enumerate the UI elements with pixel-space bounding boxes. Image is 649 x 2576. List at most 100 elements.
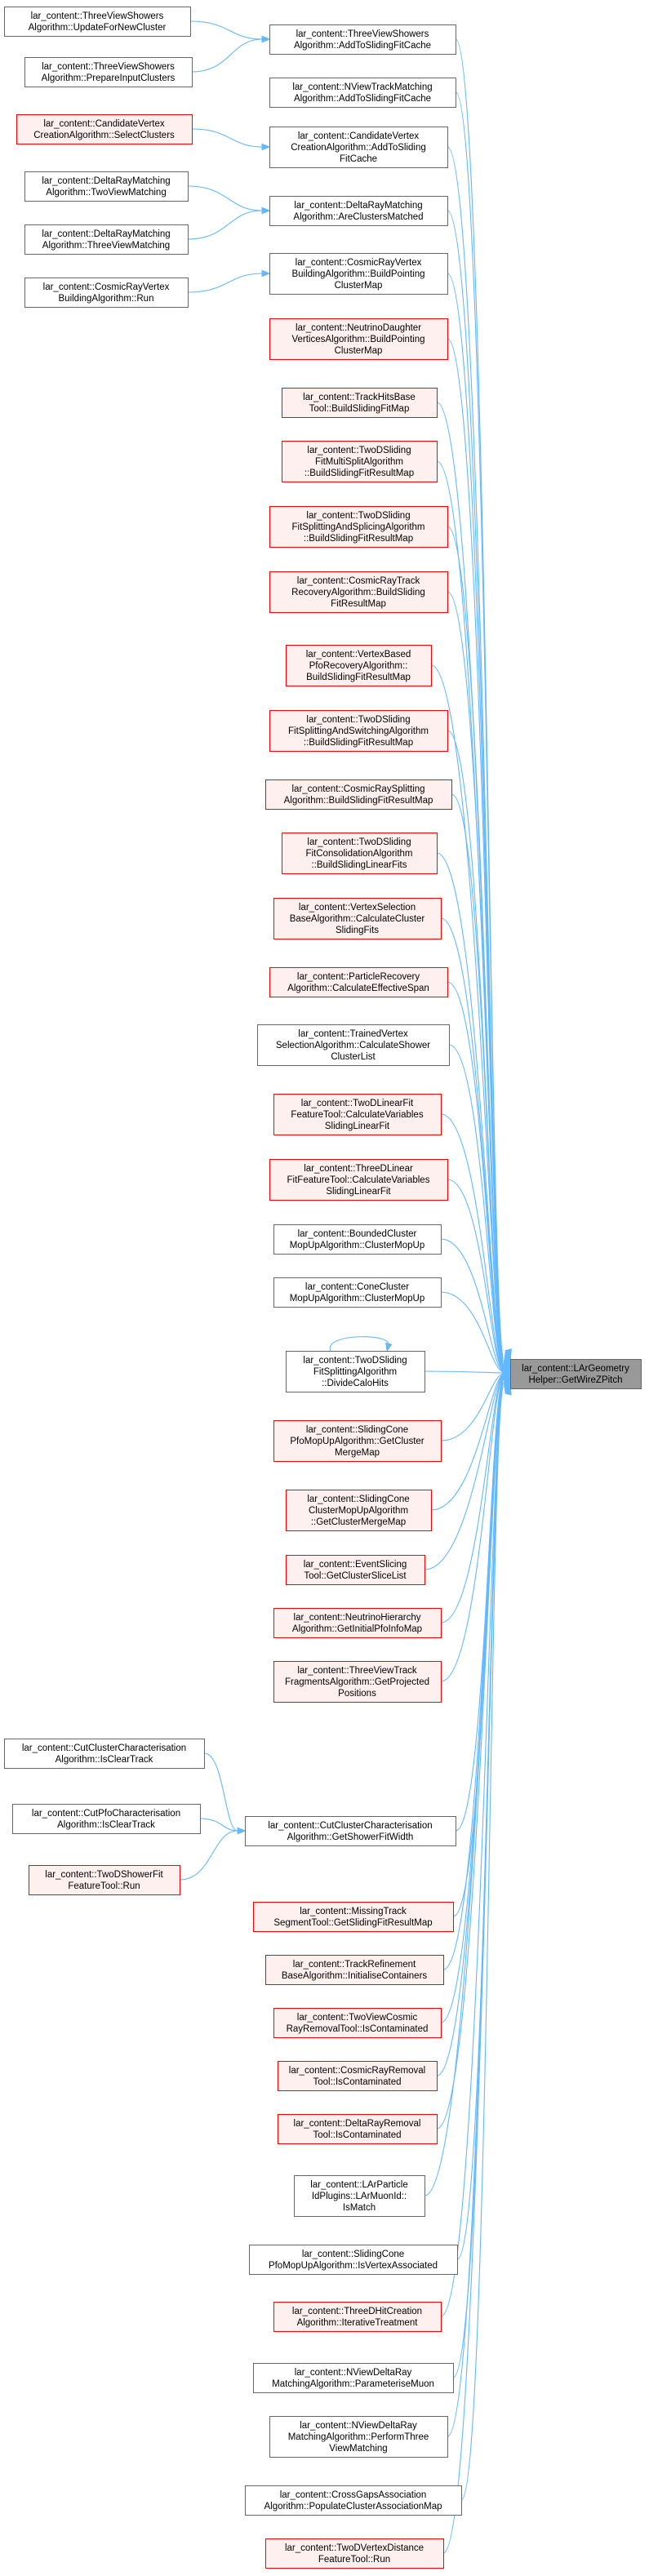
function-node-m31[interactable]: lar_content::TwoViewCosmicRayRemovalTool… <box>273 2008 442 2038</box>
edge-line <box>191 38 263 73</box>
function-node-m4[interactable]: lar_content::DeltaRayMatchingAlgorithm::… <box>269 196 448 226</box>
function-node-m9[interactable]: lar_content::TwoDSlidingFitSplittingAndS… <box>269 506 448 548</box>
node-box <box>24 171 189 202</box>
node-box <box>269 24 456 55</box>
function-node-m15[interactable]: lar_content::VertexSelectionBaseAlgorith… <box>273 898 442 939</box>
function-node-m29[interactable]: lar_content::MissingTrackSegmentTool::Ge… <box>253 1902 454 1932</box>
function-node-m32[interactable]: lar_content::CosmicRayRemovalTool::IsCon… <box>278 2061 438 2091</box>
function-node-m19[interactable]: lar_content::ThreeDLinearFitFeatureTool:… <box>269 1159 448 1201</box>
edge-line <box>440 1376 504 1682</box>
edge-line <box>187 185 263 211</box>
function-node-m6[interactable]: lar_content::NeutrinoDaughterVerticesAlg… <box>269 318 448 360</box>
node-box <box>273 1608 442 1638</box>
function-node-l1[interactable]: lar_content::CutClusterCharacterisationA… <box>4 1739 205 1769</box>
function-node-m5[interactable]: lar_content::CosmicRayVertexBuildingAlgo… <box>269 253 448 295</box>
node-label-line: Positions <box>338 1689 376 1699</box>
node-box <box>24 224 189 255</box>
function-node-m11[interactable]: lar_content::VertexBasedPfoRecoveryAlgor… <box>286 645 432 686</box>
node-box <box>245 1816 456 1846</box>
target-node[interactable]: lar_content::LArGeometryHelper::GetWireZ… <box>510 1359 642 1389</box>
function-node-m36[interactable]: lar_content::ThreeDHitCreationAlgorithm:… <box>273 2302 442 2332</box>
function-node-m23[interactable]: lar_content::SlidingConePfoMopUpAlgorith… <box>273 1420 442 1462</box>
function-node-m2[interactable]: lar_content::NViewTrackMatchingAlgorithm… <box>269 78 456 108</box>
function-node-m34[interactable]: lar_content::LArParticleIdPlugins::LArMu… <box>294 2175 425 2217</box>
node-label-line: CreationAlgorithm::SelectClusters <box>33 131 175 140</box>
function-node-n6[interactable]: lar_content::CosmicRayVertexBuildingAlgo… <box>24 278 189 308</box>
function-node-l3[interactable]: lar_content::TwoDShowerFitFeatureTool::R… <box>29 1865 180 1895</box>
function-node-m25[interactable]: lar_content::EventSlicingTool::GetCluste… <box>286 1555 425 1585</box>
function-node-n5[interactable]: lar_content::DeltaRayMatchingAlgorithm::… <box>24 224 189 255</box>
function-node-m20[interactable]: lar_content::BoundedClusterMopUpAlgorith… <box>273 1224 442 1255</box>
node-label-line: FitSplittingAndSplicingAlgorithm <box>292 522 425 532</box>
edge-line <box>187 273 263 293</box>
function-node-m22[interactable]: lar_content::TwoDSlidingFitSplittingAlgo… <box>286 1351 425 1392</box>
function-node-m17[interactable]: lar_content::TrainedVertexSelectionAlgor… <box>257 1024 450 1066</box>
function-node-m28[interactable]: lar_content::CutClusterCharacterisationA… <box>245 1816 456 1846</box>
function-node-m14[interactable]: lar_content::TwoDSlidingFitConsolidation… <box>282 833 438 874</box>
function-node-m27[interactable]: lar_content::ThreeViewTrackFragmentsAlgo… <box>273 1661 442 1703</box>
function-node-m13[interactable]: lar_content::CosmicRaySplittingAlgorithm… <box>265 779 452 810</box>
function-node-m12[interactable]: lar_content::TwoDSlidingFitSplittingAndS… <box>269 710 448 752</box>
node-label-line: BuildingAlgorithm::BuildPointing <box>291 269 425 279</box>
node-box <box>273 1224 442 1255</box>
node-box <box>282 833 438 874</box>
edge-l1-to-m28 <box>203 1752 247 1835</box>
edge-n3-to-m3 <box>191 128 271 151</box>
function-node-m10[interactable]: lar_content::CosmicRayTrackRecoveryAlgor… <box>269 571 448 613</box>
node-box <box>269 253 448 295</box>
edge-line <box>203 1752 238 1832</box>
function-node-m24[interactable]: lar_content::SlidingConeClusterMopUpAlgo… <box>286 1490 432 1531</box>
function-node-m3[interactable]: lar_content::CandidateVertexCreationAlgo… <box>269 127 448 168</box>
function-node-m37[interactable]: lar_content::NViewDeltaRayMatchingAlgori… <box>253 2363 454 2393</box>
node-label-line: lar_content::TwoViewCosmic <box>297 2013 418 2023</box>
node-label-line: lar_content::BoundedCluster <box>298 1229 417 1239</box>
node-box <box>269 710 448 752</box>
function-node-l2[interactable]: lar_content::CutPfoCharacterisationAlgor… <box>12 1804 201 1834</box>
function-node-m38[interactable]: lar_content::NViewDeltaRayMatchingAlgori… <box>269 2416 448 2458</box>
function-node-m1[interactable]: lar_content::ThreeViewShowersAlgorithm::… <box>269 24 456 55</box>
node-label-line: ClusterMopUpAlgorithm <box>309 1506 408 1516</box>
function-node-m39[interactable]: lar_content::CrossGapsAssociationAlgorit… <box>245 2485 462 2516</box>
node-label-line: lar_content::VertexSelection <box>299 903 416 913</box>
edge-n6-to-m5 <box>187 269 271 293</box>
node-label-line: Algorithm::IsClearTrack <box>56 1755 153 1765</box>
function-node-m21[interactable]: lar_content::ConeClusterMopUpAlgorithm::… <box>273 1277 442 1308</box>
node-label-line: SlidingFits <box>336 926 379 935</box>
function-node-n4[interactable]: lar_content::DeltaRayMatchingAlgorithm::… <box>24 171 189 202</box>
edge-m28-to-target <box>455 1377 511 1832</box>
node-box <box>29 1865 180 1895</box>
edge-n5-to-m4 <box>187 207 271 240</box>
node-box <box>294 2175 425 2217</box>
node-box <box>245 2485 462 2516</box>
node-box <box>286 1555 425 1585</box>
node-label-line: Algorithm::IsClearTrack <box>57 1820 155 1830</box>
node-label-line: ViewMatching <box>329 2444 387 2454</box>
function-node-m35[interactable]: lar_content::SlidingConePfoMopUpAlgorith… <box>249 2245 458 2275</box>
function-node-m16[interactable]: lar_content::ParticleRecoveryAlgorithm::… <box>269 967 448 997</box>
node-box <box>269 1159 448 1201</box>
edge-line <box>451 793 504 1366</box>
node-label-line: IsMatch <box>343 2203 376 2213</box>
edge-m15-to-target <box>440 917 511 1369</box>
node-label-line: lar_content::NViewTrackMatching <box>292 82 432 92</box>
function-node-n2[interactable]: lar_content::ThreeViewShowersAlgorithm::… <box>24 57 193 87</box>
function-node-n1[interactable]: lar_content::ThreeViewShowersAlgorithm::… <box>4 7 191 37</box>
function-node-m8[interactable]: lar_content::TwoDSlidingFitMultiSplitAlg… <box>282 441 438 482</box>
node-label-line: lar_content::TwoDSliding <box>306 511 410 521</box>
function-node-m40[interactable]: lar_content::TwoDVertexDistanceFeatureTo… <box>265 2538 444 2569</box>
function-node-m33[interactable]: lar_content::DeltaRayRemovalTool::IsCont… <box>278 2114 438 2144</box>
node-box <box>286 1490 432 1531</box>
function-node-m18[interactable]: lar_content::TwoDLinearFitFeatureTool::C… <box>273 1094 442 1135</box>
node-label-line: lar_content::CosmicRayTrack <box>297 576 420 586</box>
function-node-m26[interactable]: lar_content::NeutrinoHierarchyAlgorithm:… <box>273 1608 442 1638</box>
node-label-line: MatchingAlgorithm::PerformThree <box>288 2432 429 2442</box>
node-label-line: lar_content::ThreeDHitCreation <box>292 2307 422 2316</box>
node-label-line: lar_content::TwoDLinearFit <box>301 1099 414 1108</box>
node-label-line: Algorithm::GetShowerFitWidth <box>287 1832 414 1842</box>
function-node-n3[interactable]: lar_content::CandidateVertexCreationAlgo… <box>16 114 193 144</box>
edge-line <box>447 273 504 1360</box>
function-node-m7[interactable]: lar_content::TrackHitsBaseTool::BuildSli… <box>282 388 438 418</box>
node-label-line: lar_content::CutClusterCharacterisation <box>268 1821 432 1831</box>
function-node-m30[interactable]: lar_content::TrackRefinementBaseAlgorith… <box>265 1955 444 1985</box>
